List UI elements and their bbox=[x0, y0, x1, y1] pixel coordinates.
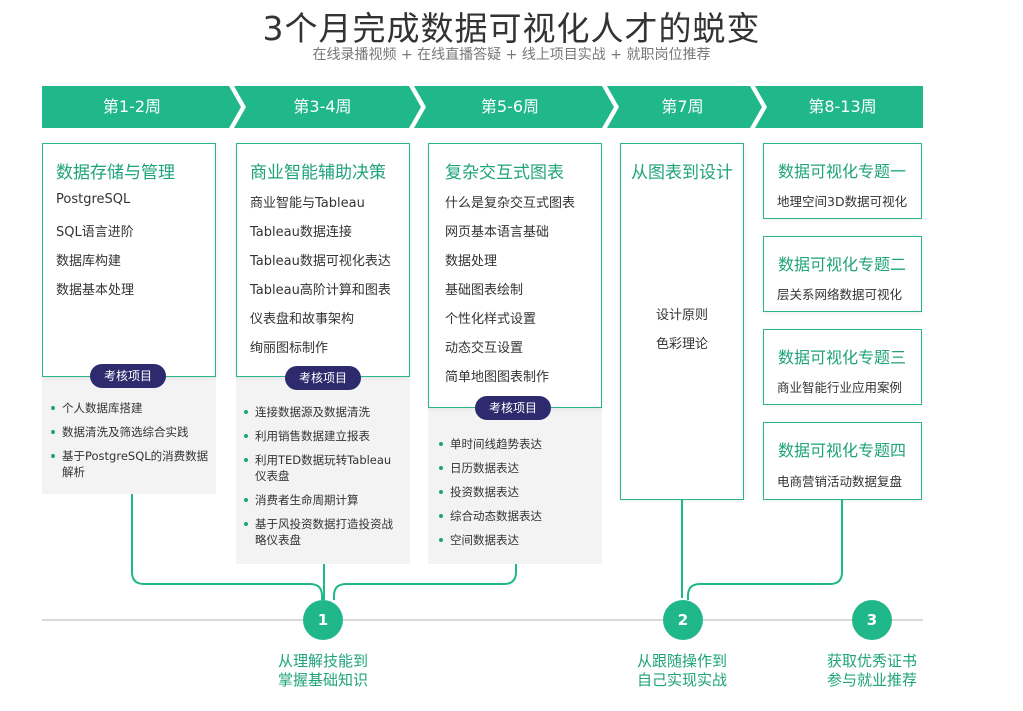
project-item: 利用TED数据玩转Tableau bbox=[244, 452, 391, 468]
course-item: 数据基本处理 bbox=[56, 283, 135, 298]
project-item: 基于风投资数据打造投资战 bbox=[244, 516, 393, 532]
project-item: 空间数据表达 bbox=[439, 532, 519, 548]
course-card-3: 复杂交互式图表 什么是复杂交互式图表 网页基本语言基础 数据处理 基础图表绘制 … bbox=[428, 143, 602, 408]
card-title: 商业智能辅助决策 bbox=[250, 163, 386, 183]
project-item: 日历数据表达 bbox=[439, 460, 519, 476]
phase-label-5: 第8-13周 bbox=[808, 97, 877, 116]
milestone-caption-3: 获取优秀证书参与就业推荐 bbox=[826, 652, 917, 689]
course-item: SQL语言进阶 bbox=[56, 225, 134, 240]
course-item: 动态交互设置 bbox=[445, 341, 524, 356]
phase-arrow-3 bbox=[414, 86, 614, 128]
exam-badge: 考核项目 bbox=[90, 364, 166, 388]
phase-arrow-5 bbox=[755, 86, 923, 128]
project-item-cont: 略仪表盘 bbox=[255, 533, 301, 547]
phase-label-1: 第1-2周 bbox=[102, 97, 162, 116]
project-panel-3 bbox=[428, 392, 602, 564]
project-item-cont: 解析 bbox=[62, 465, 85, 479]
topic-title: 数据可视化专题三 bbox=[778, 348, 907, 367]
course-item: 设计原则 bbox=[655, 308, 708, 323]
phase-arrow-2 bbox=[234, 86, 421, 128]
course-item: 个性化样式设置 bbox=[445, 312, 537, 327]
topic-card-2: 数据可视化专题二 层关系网络数据可视化 bbox=[763, 236, 922, 312]
topic-title: 数据可视化专题四 bbox=[778, 441, 907, 460]
course-item: 简单地图图表制作 bbox=[445, 370, 550, 385]
exam-badge: 考核项目 bbox=[475, 396, 551, 420]
page-subtitle: 在线录播视频 + 在线直播答疑 + 线上项目实战 + 就职岗位推荐 bbox=[312, 47, 711, 63]
phase-arrow-4 bbox=[607, 86, 762, 128]
exam-badge: 考核项目 bbox=[285, 366, 361, 390]
milestone-caption-1: 从理解技能到掌握基础知识 bbox=[277, 652, 368, 689]
course-card-4: 从图表到设计 设计原则 色彩理论 bbox=[620, 143, 744, 500]
topic-card-1: 数据可视化专题一 地理空间3D数据可视化 bbox=[763, 143, 922, 219]
topic-card-4: 数据可视化专题四 电商营销活动数据复盘 bbox=[763, 422, 922, 500]
project-item: 个人数据库搭建 bbox=[51, 400, 143, 416]
project-item: 基于PostgreSQL的消费数据 bbox=[51, 448, 208, 464]
course-item: 网页基本语言基础 bbox=[445, 225, 550, 240]
course-item: Tableau高阶计算和图表 bbox=[250, 283, 391, 298]
milestone-caption-2: 从跟随操作到自己实现实战 bbox=[636, 652, 727, 689]
phase-arrow-bar bbox=[42, 86, 923, 128]
card-title: 从图表到设计 bbox=[631, 163, 733, 183]
card-title: 数据存储与管理 bbox=[56, 163, 175, 183]
milestone-circle-1: 1 bbox=[303, 600, 343, 640]
milestone-circle-2: 2 bbox=[663, 600, 703, 640]
phase-label-3: 第5-6周 bbox=[480, 97, 540, 116]
topic-title: 数据可视化专题一 bbox=[778, 162, 907, 181]
course-card-1: 数据存储与管理 PostgreSQL SQL语言进阶 数据库构建 数据基本处理 bbox=[42, 143, 216, 377]
topic-desc: 商业智能行业应用案例 bbox=[777, 380, 903, 395]
project-item: 利用销售数据建立报表 bbox=[244, 428, 370, 444]
course-item: PostgreSQL bbox=[56, 192, 131, 207]
project-item-cont: 仪表盘 bbox=[255, 469, 290, 483]
course-item: 色彩理论 bbox=[655, 337, 708, 352]
project-panel-2 bbox=[236, 360, 410, 564]
topic-desc: 电商营销活动数据复盘 bbox=[777, 474, 903, 489]
course-item: Tableau数据连接 bbox=[250, 225, 352, 240]
project-item: 连接数据源及数据清洗 bbox=[244, 404, 370, 420]
course-item: 数据处理 bbox=[445, 254, 498, 269]
phase-label-2: 第3-4周 bbox=[293, 97, 352, 116]
phase-label-4: 第7周 bbox=[661, 97, 704, 116]
project-item: 消费者生命周期计算 bbox=[244, 492, 359, 508]
card-title: 复杂交互式图表 bbox=[445, 163, 564, 183]
topic-desc: 层关系网络数据可视化 bbox=[777, 287, 903, 302]
project-item: 单时间线趋势表达 bbox=[439, 436, 542, 452]
project-item: 投资数据表达 bbox=[439, 484, 519, 500]
page-title: 3个月完成数据可视化人才的蜕变 bbox=[262, 9, 761, 48]
course-item: 基础图表绘制 bbox=[445, 283, 524, 298]
topic-desc: 地理空间3D数据可视化 bbox=[777, 194, 908, 209]
course-item: 什么是复杂交互式图表 bbox=[445, 196, 576, 211]
course-item: 仪表盘和故事架构 bbox=[250, 312, 355, 327]
course-item: 绚丽图标制作 bbox=[250, 341, 329, 356]
project-item: 数据清洗及筛选综合实践 bbox=[51, 424, 189, 440]
milestone-circle-3: 3 bbox=[852, 600, 892, 640]
topic-title: 数据可视化专题二 bbox=[778, 255, 907, 274]
project-item: 综合动态数据表达 bbox=[439, 508, 542, 524]
course-card-2: 商业智能辅助决策 商业智能与Tableau Tableau数据连接 Tablea… bbox=[236, 143, 410, 377]
course-item: 商业智能与Tableau bbox=[250, 196, 365, 211]
course-item: Tableau数据可视化表达 bbox=[250, 254, 391, 269]
topic-card-3: 数据可视化专题三 商业智能行业应用案例 bbox=[763, 329, 922, 405]
course-item: 数据库构建 bbox=[56, 254, 122, 269]
phase-arrow-1 bbox=[42, 86, 241, 128]
